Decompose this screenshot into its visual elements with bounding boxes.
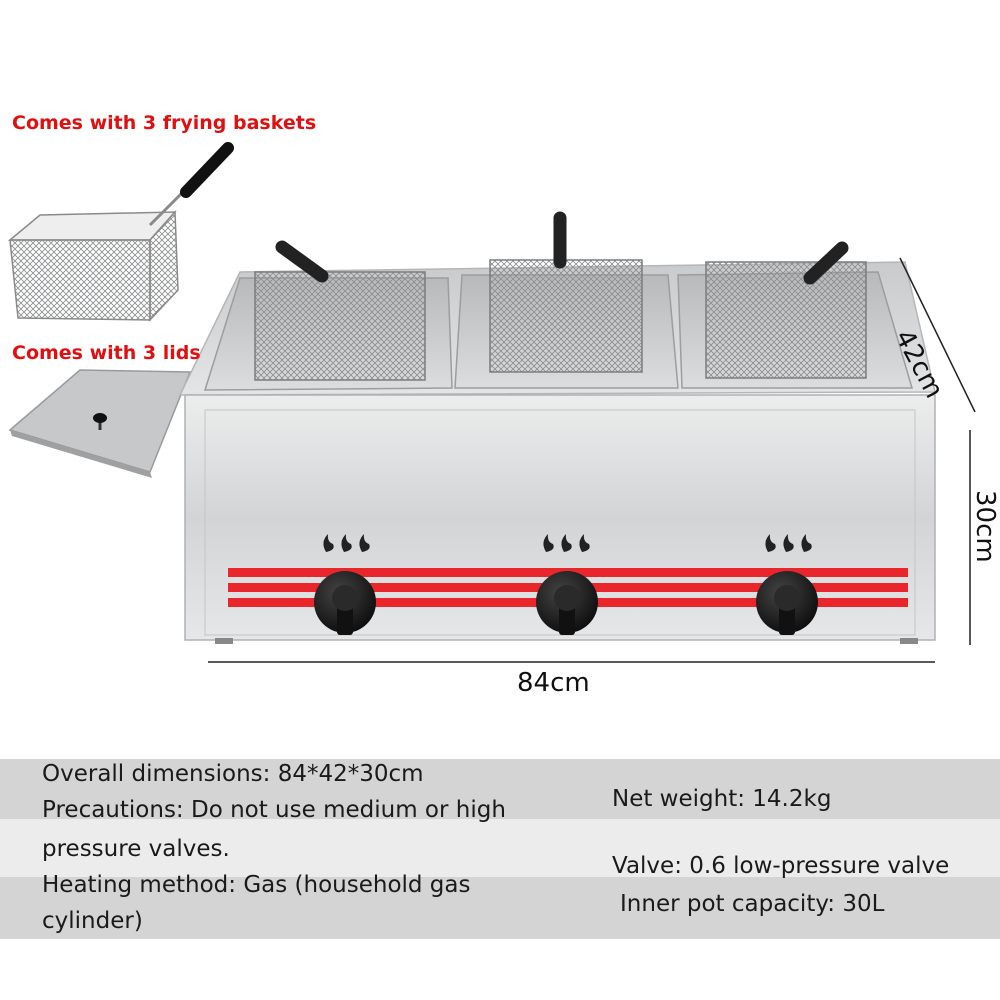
spec-precautions-line1: Precautions: Do not use medium or high [42,797,506,823]
control-knob [756,571,818,635]
width-dimension: 84cm [517,668,590,698]
spec-heating-line2: cylinder) [42,908,143,934]
fryer-image [178,211,936,644]
flame-icon [543,534,590,552]
lid-image [8,369,192,478]
spec-overall-dimensions: Overall dimensions: 84*42*30cm [42,761,424,787]
flame-icon [323,534,370,552]
dimension-lines [208,257,976,663]
spec-capacity: Inner pot capacity: 30L [620,891,885,917]
flame-icon [765,534,812,552]
spec-precautions-line2: pressure valves. [42,836,230,862]
spec-net-weight: Net weight: 14.2kg [612,786,832,812]
baskets-callout: Comes with 3 frying baskets [12,112,317,134]
product-illustration [7,142,976,663]
height-dimension: 30cm [970,490,1000,563]
spec-heating-line1: Heating method: Gas (household gas [42,872,471,898]
frying-basket-image [7,142,234,322]
spec-band [0,759,1000,819]
lids-callout: Comes with 3 lids [12,342,201,364]
control-knob [536,571,598,635]
spec-band [0,877,1000,939]
spec-valve: Valve: 0.6 low-pressure valve [612,853,950,879]
control-knob [314,571,376,635]
spec-band [0,819,1000,877]
